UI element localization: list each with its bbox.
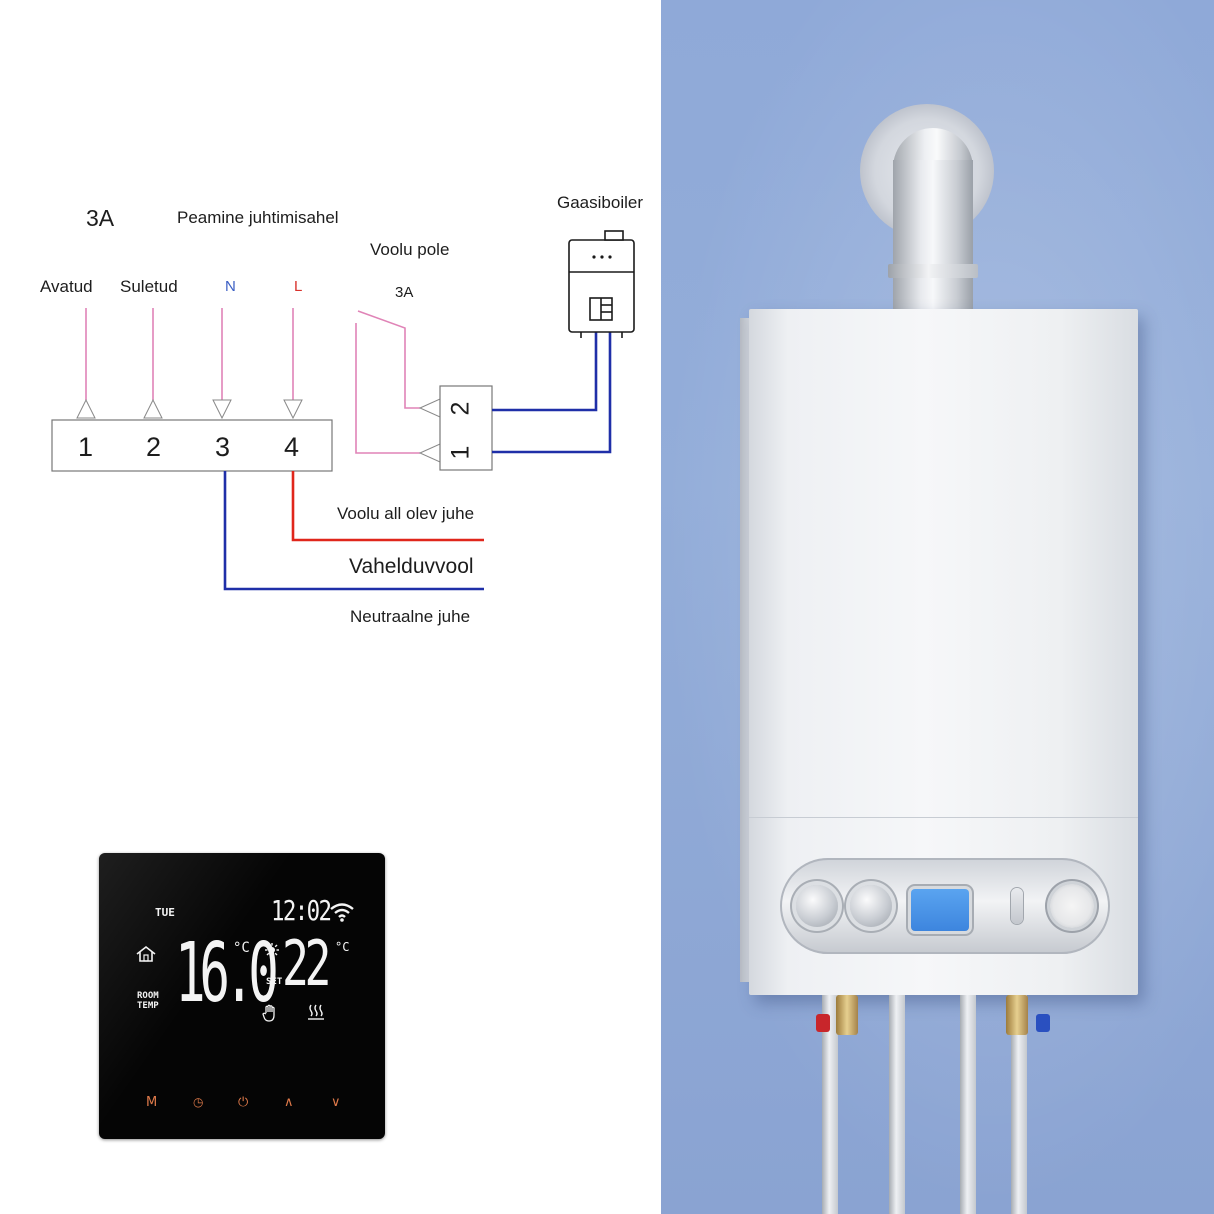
set-temp-unit: °C: [335, 940, 350, 954]
terminal-2: 2: [146, 432, 162, 462]
relay-terminal-2: 2: [446, 401, 475, 416]
boiler-label: Gaasiboiler: [557, 193, 643, 212]
live-wire-label: Voolu all olev juhe: [337, 504, 475, 523]
live-wire: [291, 471, 484, 542]
terminal-1: 1: [78, 432, 94, 462]
flue-collar: [888, 264, 978, 278]
room-temp-label: ROOM TEMP: [137, 991, 159, 1011]
boiler-knob-right[interactable]: [850, 885, 892, 927]
arrow-closed: [143, 398, 163, 419]
room-temperature: 16.0: [175, 926, 279, 1021]
sun-icon: [265, 943, 279, 957]
room-temp-unit: °C: [233, 940, 250, 956]
arrow-live: [283, 399, 303, 420]
relay-block: [439, 385, 493, 471]
arrow-open: [76, 398, 96, 419]
red-valve-handle[interactable]: [816, 1014, 830, 1032]
flue-pipe: [893, 160, 973, 310]
relay-arrow-2: [418, 398, 441, 418]
neutral-wire: [223, 471, 484, 591]
terminal-block: [51, 419, 333, 472]
boiler-wire-lower: [492, 332, 612, 454]
diagram-title: Peamine juhtimisahel: [177, 208, 339, 227]
boiler-power-switch[interactable]: [1011, 888, 1023, 924]
boiler-side: [740, 318, 750, 982]
valve-left: [836, 995, 858, 1035]
boiler-pipe-2: [889, 995, 905, 1214]
home-icon: [136, 945, 156, 962]
relay-arrow-1: [418, 443, 441, 463]
heating-icon: [308, 1004, 324, 1020]
terminal-4: 4: [284, 432, 300, 462]
power-button[interactable]: ⏻: [238, 1095, 249, 1110]
up-button[interactable]: ∧: [284, 1095, 294, 1110]
boiler-icon: [568, 230, 635, 338]
boiler-knob-left[interactable]: [796, 885, 838, 927]
power-off-label: Voolu pole: [370, 240, 450, 259]
neutral-wire-label: Neutraalne juhe: [350, 607, 471, 626]
wiring-diagram: [51, 230, 635, 591]
set-temperature: 22: [282, 927, 331, 1000]
boiler-icon-dots: [592, 255, 612, 259]
thermostat-day: TUE: [155, 906, 175, 919]
valve-right: [1006, 995, 1028, 1035]
down-button[interactable]: ∨: [331, 1095, 341, 1110]
thermostat-panel: TUE 12:02 ROOM TEMP 16.0 °C SET 22 °C M …: [99, 853, 385, 1139]
boiler-pipe-4: [1011, 995, 1027, 1214]
boiler-pipe-3: [960, 995, 976, 1214]
blue-valve-handle[interactable]: [1036, 1014, 1050, 1032]
relay-wire-lower: [355, 323, 420, 454]
relay-wire-upper: [357, 310, 420, 409]
relay-terminal-1: 1: [446, 445, 475, 460]
terminal-label-neutral: N: [225, 278, 236, 295]
arrow-neutral: [212, 399, 232, 420]
menu-button[interactable]: M: [146, 1095, 158, 1110]
set-label: SET: [266, 977, 283, 987]
diagram-rating: 3A: [86, 205, 115, 231]
terminal-label-closed: Suletud: [120, 277, 178, 296]
boiler-wire-upper: [492, 332, 598, 412]
ac-label: Vahelduvvool: [349, 555, 474, 578]
terminal-3: 3: [215, 432, 231, 462]
terminal-label-live: L: [294, 278, 303, 295]
relay-rating-label: 3A: [395, 284, 414, 301]
hand-icon: [262, 1004, 275, 1022]
pressure-gauge-icon: [1050, 884, 1094, 928]
wifi-icon: [330, 903, 354, 922]
boiler-lcd-screen: [911, 889, 969, 931]
boiler-pipe-1: [822, 995, 838, 1214]
thermostat-time: 12:02: [271, 894, 332, 927]
terminal-label-open: Avatud: [40, 277, 93, 296]
clock-button[interactable]: ◷: [193, 1095, 204, 1109]
